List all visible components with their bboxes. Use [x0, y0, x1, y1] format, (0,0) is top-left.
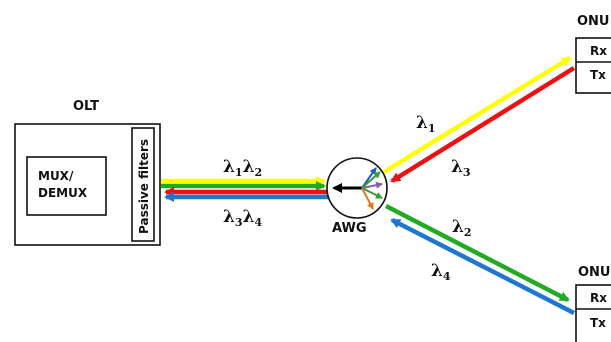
branch-bottom-upstream-label: λ4	[431, 261, 451, 283]
mux-demux-box	[26, 156, 107, 216]
onu-top-rx-label: Rx	[590, 44, 607, 58]
feeder-upstream-wavelength-label: λ3λ4	[223, 207, 263, 229]
onu-top-box	[575, 37, 611, 94]
onu-bottom-tx-label: Tx	[590, 316, 606, 330]
onu-bottom-rx-label: Rx	[590, 291, 607, 305]
awg-output-port-4	[361, 187, 374, 210]
awg-label: AWG	[332, 221, 367, 236]
branch-bottom-downstream-label: λ2	[452, 217, 472, 239]
passive-filters-label: Passive filters	[137, 139, 151, 234]
onu-bottom-box	[575, 284, 611, 342]
mux-demux-label-line2: DEMUX	[38, 186, 88, 200]
awg-output-port-2	[361, 181, 383, 189]
onu-top-title: ONU	[577, 14, 610, 29]
branch-bottom-lambda2-downstream	[384, 204, 570, 302]
onu-top-tx-label: Tx	[590, 68, 606, 82]
passive-filters-box	[131, 127, 155, 242]
branch-bottom-lambda4-upstream	[390, 217, 576, 316]
branch-top-lambda3-upstream	[390, 66, 576, 183]
onu-bottom-title: ONU	[578, 265, 611, 280]
awg-output-port-3	[361, 187, 383, 199]
olt-title: OLT	[73, 99, 99, 114]
feeder-downstream-wavelength-label: λ1λ2	[223, 157, 262, 179]
branch-top-lambda1-downstream	[382, 56, 572, 174]
branch-top-upstream-label: λ3	[451, 157, 471, 179]
branch-top-downstream-label: λ1	[416, 113, 436, 135]
mux-demux-label-line1: MUX/	[38, 169, 74, 183]
awg-output-port-5	[361, 171, 381, 189]
